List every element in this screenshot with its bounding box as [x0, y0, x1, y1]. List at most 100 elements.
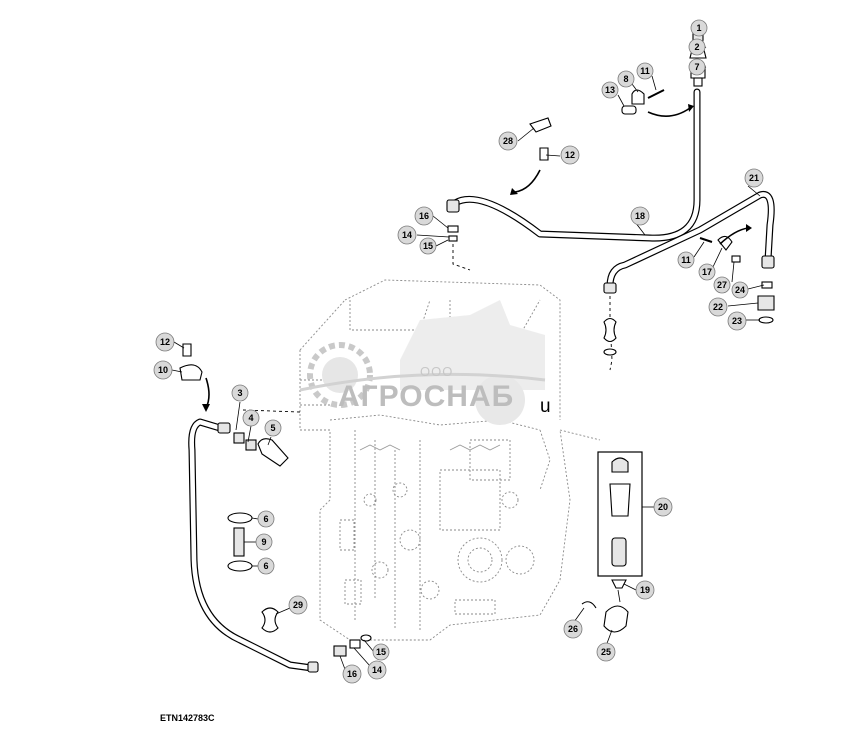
seal-ring [603, 348, 617, 356]
valve-5 [257, 438, 289, 467]
watermark-brand-text: АГРОСНАБ [338, 380, 515, 413]
callout-17: 17 [698, 263, 716, 281]
callout-22: 22 [708, 297, 728, 317]
svg-text:22: 22 [713, 302, 723, 312]
svg-text:11: 11 [640, 66, 650, 76]
svg-text:12: 12 [565, 150, 575, 160]
arrow-head [688, 104, 694, 112]
hose-18 [446, 88, 701, 242]
callout-15-bottom: 15 [372, 643, 390, 661]
callout-23: 23 [727, 311, 747, 331]
svg-text:7: 7 [694, 62, 699, 72]
filter-assembly-20 [597, 451, 643, 577]
seal-6-top [227, 512, 253, 524]
svg-text:16: 16 [347, 669, 357, 679]
callout-5: 5 [264, 419, 282, 437]
svg-text:20: 20 [658, 502, 668, 512]
callout-24: 24 [731, 281, 749, 299]
arrow-clamp-to-hose [719, 227, 749, 245]
arrow-top-to-hose [647, 107, 691, 117]
callout-3: 3 [231, 384, 249, 402]
watermark-suffix-text: u [540, 396, 551, 417]
fitting-16 [447, 225, 459, 233]
svg-text:4: 4 [248, 413, 253, 423]
svg-text:15: 15 [376, 647, 386, 657]
svg-text:28: 28 [503, 136, 513, 146]
svg-text:18: 18 [635, 211, 645, 221]
arrow-head [746, 224, 752, 232]
fitting-3 [233, 432, 245, 444]
svg-text:15: 15 [423, 241, 433, 251]
callout-19: 19 [635, 580, 655, 600]
hose-21 [603, 190, 775, 294]
svg-text:12: 12 [160, 337, 170, 347]
callout-11-right: 11 [677, 251, 695, 269]
callout-14-top: 14 [397, 225, 417, 245]
callout-2: 2 [688, 38, 706, 56]
svg-text:14: 14 [402, 230, 412, 240]
bolt-12-left [182, 343, 192, 357]
svg-text:3: 3 [237, 388, 242, 398]
callout-12-left: 12 [155, 332, 175, 352]
tube-9 [233, 527, 245, 557]
callout-18: 18 [630, 206, 650, 226]
callout-21: 21 [744, 168, 764, 188]
callout-20: 20 [653, 497, 673, 517]
fitting-16-bottom [333, 645, 347, 657]
callouts: 1 2 7 8 11 13 28 12 16 14 15 18 21 11 17… [153, 19, 764, 684]
callout-12-top: 12 [560, 145, 580, 165]
filter-element [603, 317, 617, 343]
clamp-29 [261, 607, 279, 633]
fitting-4 [245, 439, 257, 451]
callout-15-top: 15 [419, 237, 437, 255]
svg-text:17: 17 [702, 267, 712, 277]
watermark-logo [299, 300, 546, 425]
leader [617, 589, 621, 603]
svg-text:21: 21 [749, 173, 759, 183]
arrow-bracket-to-hose [514, 169, 541, 193]
svg-text:10: 10 [158, 365, 168, 375]
callout-16-top: 16 [414, 206, 434, 226]
svg-text:29: 29 [293, 600, 303, 610]
callout-13: 13 [601, 81, 619, 99]
arrow-clamp-to-hose-left [205, 377, 210, 409]
fitting-15-bottom [349, 639, 361, 649]
bracket-28 [529, 117, 552, 161]
callout-25: 25 [596, 642, 616, 662]
callout-16-bottom: 16 [342, 664, 362, 684]
svg-text:14: 14 [372, 665, 382, 675]
svg-text:25: 25 [601, 647, 611, 657]
callout-14-bottom: 14 [367, 660, 387, 680]
callout-1: 1 [690, 19, 708, 37]
svg-text:19: 19 [640, 585, 650, 595]
svg-text:6: 6 [263, 514, 268, 524]
nut-27 [731, 255, 741, 263]
seal-19 [611, 579, 627, 589]
arrow-head [510, 188, 518, 195]
callout-29: 29 [288, 595, 308, 615]
fitting-15 [448, 235, 458, 242]
callout-6-bottom: 6 [257, 557, 275, 575]
svg-text:23: 23 [732, 316, 742, 326]
reference-code: ETN142783C [160, 713, 215, 723]
dashed-route-left [452, 244, 471, 271]
svg-text:9: 9 [261, 537, 266, 547]
ring-14-bottom [360, 634, 372, 642]
callout-26: 26 [563, 619, 583, 639]
hose-left [188, 418, 319, 673]
svg-text:26: 26 [568, 624, 578, 634]
svg-text:2: 2 [694, 42, 699, 52]
svg-text:6: 6 [263, 561, 268, 571]
fitting-22 [757, 295, 775, 311]
bolt-11-right [699, 237, 713, 243]
callout-9: 9 [255, 533, 273, 551]
svg-text:16: 16 [419, 211, 429, 221]
ring-24 [761, 281, 773, 289]
callout-6-top: 6 [257, 510, 275, 528]
svg-text:24: 24 [735, 285, 745, 295]
ring-26 [581, 601, 597, 609]
svg-text:27: 27 [717, 280, 727, 290]
callout-27: 27 [713, 276, 731, 294]
